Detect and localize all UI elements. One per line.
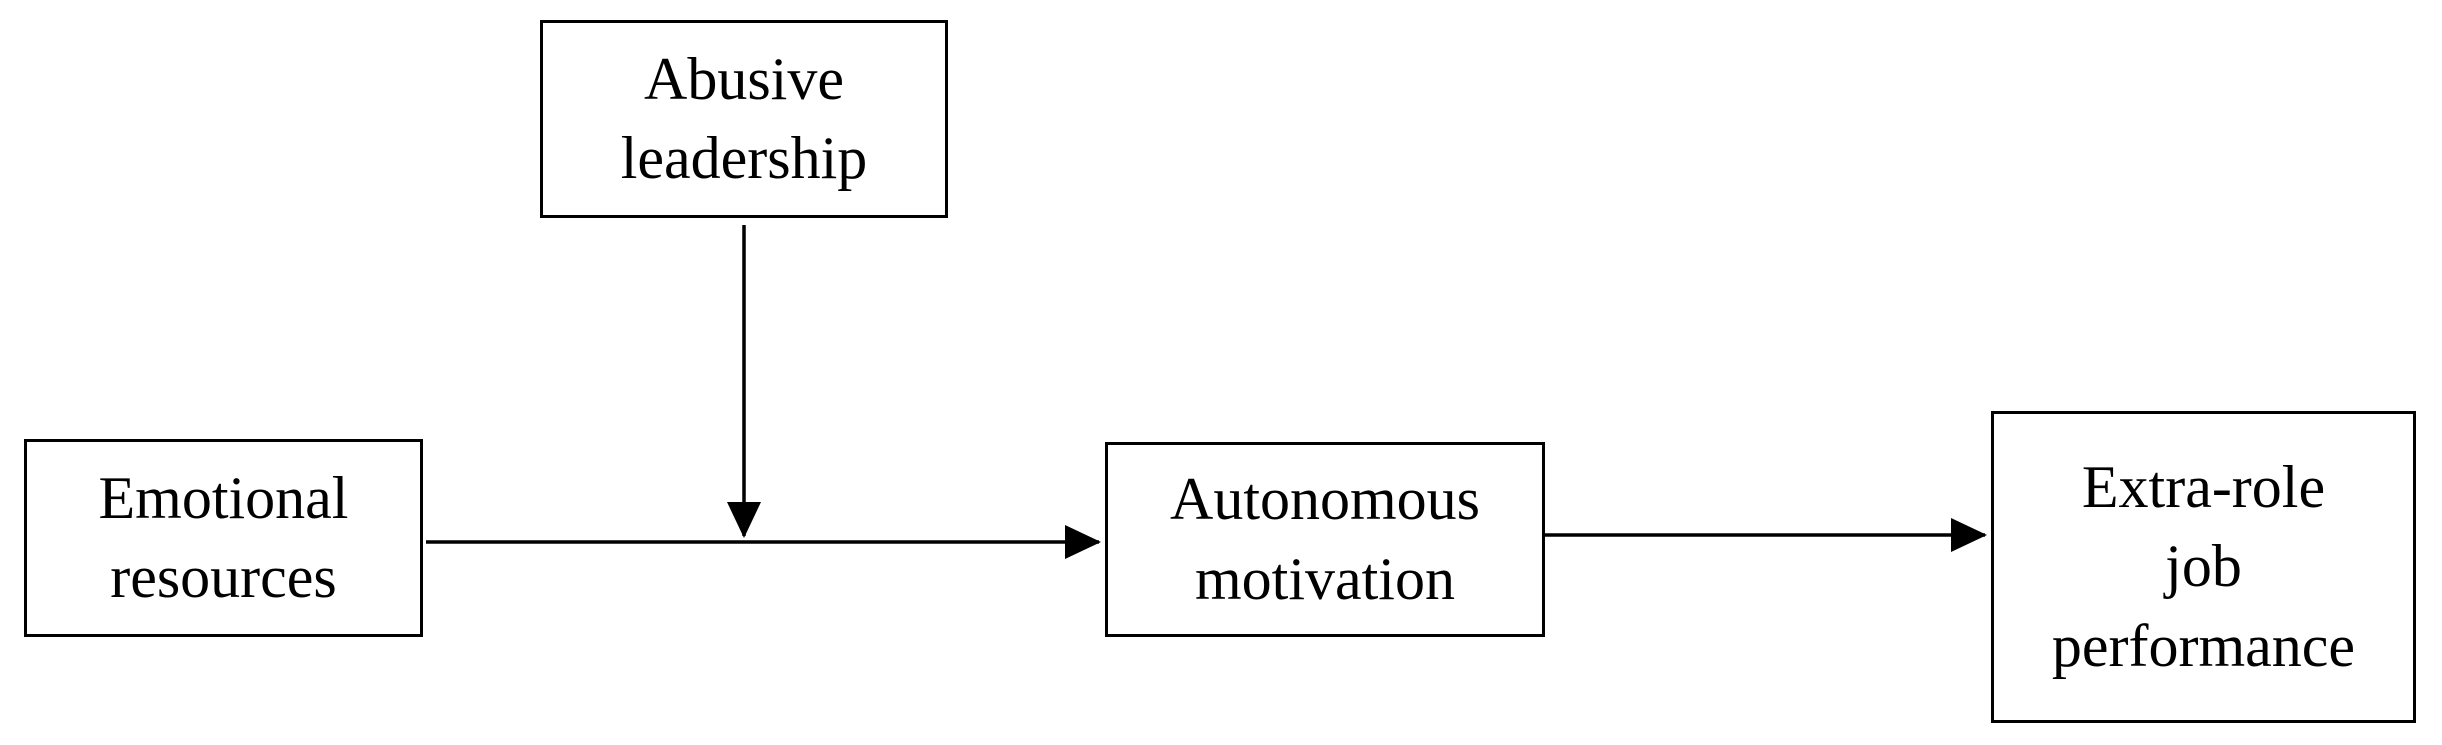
node-autonomous-motivation: Autonomous motivation [1105, 442, 1545, 637]
node-label-line: Autonomous [1169, 466, 1481, 533]
node-label-line: performance [2051, 612, 2356, 679]
node-label-line: motivation [1195, 545, 1455, 612]
node-extra-role-job-performance: Extra-role job performance [1991, 411, 2416, 723]
node-label-line: leadership [620, 125, 868, 191]
node-emotional-resources: Emotional resources [24, 439, 423, 637]
node-label-line: Abusive [644, 45, 844, 112]
node-label-line: Extra-role [2081, 454, 2326, 521]
node-label-line: resources [110, 544, 337, 610]
node-abusive-leadership: Abusive leadership [540, 20, 948, 218]
node-label-line: Emotional [98, 464, 349, 531]
node-label-line: job [2165, 533, 2242, 600]
